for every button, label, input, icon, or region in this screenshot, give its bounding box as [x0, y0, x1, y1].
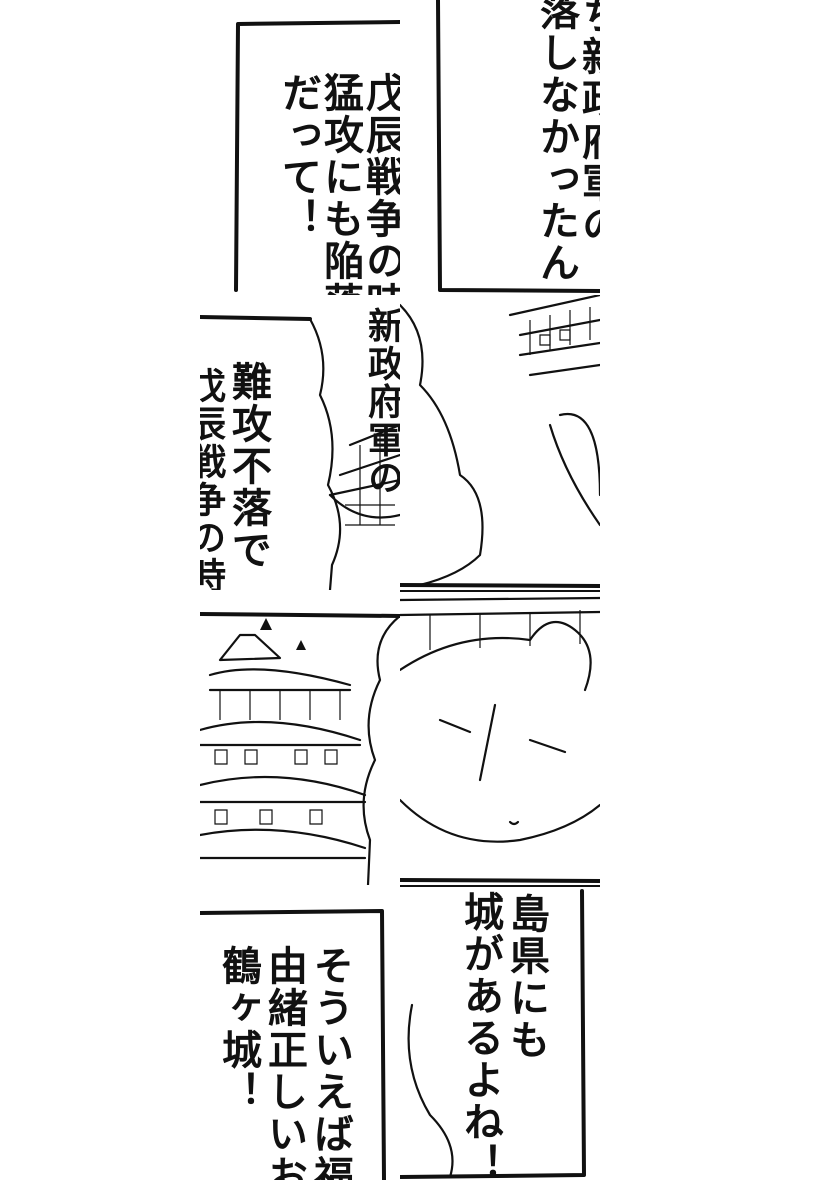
dialogue-text: 落しなかったん — [533, 0, 579, 284]
manga-tile-2: 戊辰戦争の時 猛攻にも陥落 だって！ — [200, 0, 400, 295]
manga-tile-7: 島県にも 城があるよね！ — [400, 885, 600, 1180]
manga-tile-5 — [200, 590, 400, 885]
character-face — [400, 590, 600, 883]
dialogue-text: 鶴ヶ城！ — [215, 945, 261, 1113]
manga-tile-1: ち新政府軍の 落しなかったん — [400, 0, 600, 295]
bubble-frame — [400, 885, 600, 1179]
dialogue-text: 新政府軍の — [362, 307, 400, 497]
bubble-frame — [200, 315, 400, 590]
castle-illustration — [200, 612, 400, 885]
dialogue-text: 城があるよね！ — [457, 891, 503, 1180]
manga-tile-8: そういえば福島 由緒正しいお城 鶴ヶ城！ — [200, 885, 400, 1180]
dialogue-text: そういえば福島 — [307, 945, 353, 1180]
manga-tile-4: 新政府軍の 難攻不落で 戊辰戦争の時 — [200, 295, 400, 590]
manga-tile-3 — [400, 295, 600, 590]
dialogue-text: 戊辰戦争の時 — [359, 72, 400, 295]
dialogue-text: 由緒正しいお城 — [261, 945, 307, 1180]
dialogue-text: 難攻不落で — [225, 361, 271, 571]
bubble-frame — [234, 20, 400, 292]
dialogue-text: 戊辰戦争の時 — [200, 367, 225, 590]
dialogue-text: 猛攻にも陥落 — [317, 72, 363, 295]
dialogue-text: ち新政府軍の — [575, 0, 600, 246]
bubble-frame — [200, 909, 386, 1180]
dialogue-text: 島県にも — [503, 893, 549, 1061]
bubble-frame — [436, 0, 600, 293]
manga-tile-6 — [400, 590, 600, 885]
dialogue-text: だって！ — [275, 72, 321, 240]
castle-illustration — [400, 295, 600, 588]
